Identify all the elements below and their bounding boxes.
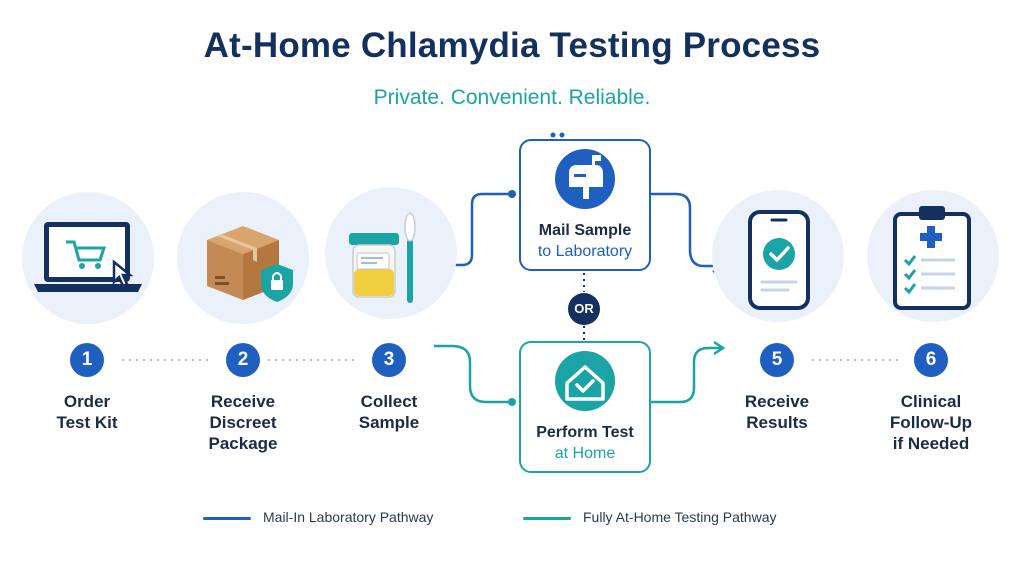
step-6-circle bbox=[867, 190, 999, 322]
perform-test-box: Perform Test at Home bbox=[519, 341, 651, 473]
step-6-label-line: if Needed bbox=[892, 434, 970, 453]
step-3-label: Collect Sample bbox=[324, 391, 454, 433]
step-3-label-line: Sample bbox=[358, 413, 420, 432]
step-5-number: 5 bbox=[760, 343, 794, 377]
mail-box-label-line2: to Laboratory bbox=[537, 243, 633, 260]
mail-path-out bbox=[648, 192, 720, 268]
home-path-dot bbox=[508, 398, 516, 406]
mail-path-in bbox=[452, 192, 512, 267]
page-title: At-Home Chlamydia Testing Process bbox=[203, 26, 821, 65]
clipboard-icon bbox=[893, 206, 971, 310]
home-path-arrowhead bbox=[713, 340, 726, 356]
step-2-label: Receive Discreet Package bbox=[178, 391, 308, 454]
house-check-icon bbox=[555, 351, 615, 411]
legend-home-label: Fully At-Home Testing Pathway bbox=[583, 509, 777, 525]
laptop-cart-icon bbox=[34, 222, 142, 292]
step-5-label: Receive Results bbox=[712, 391, 842, 433]
package-lock-icon bbox=[207, 226, 293, 302]
legend-mail-line bbox=[203, 517, 251, 520]
step-3-number: 3 bbox=[372, 343, 406, 377]
step-6-label: Clinical Follow-Up if Needed bbox=[866, 391, 996, 454]
mail-path-dot bbox=[508, 190, 516, 198]
home-path-in bbox=[434, 344, 512, 404]
step-1-label-line: Test Kit bbox=[56, 413, 118, 432]
or-badge: OR bbox=[568, 293, 600, 325]
sample-jar-swab-icon bbox=[349, 212, 416, 303]
step-3-label-line: Collect bbox=[360, 392, 418, 411]
phone-check-icon bbox=[748, 210, 810, 310]
step-1-number: 1 bbox=[70, 343, 104, 377]
step-6-label-line: Clinical bbox=[900, 392, 962, 411]
step-5-label-line: Results bbox=[746, 413, 808, 432]
step-2-label-line: Discreet bbox=[209, 413, 277, 432]
step-2-circle bbox=[177, 192, 309, 324]
mail-box-dot-right bbox=[559, 132, 565, 138]
step-6-number: 6 bbox=[914, 343, 948, 377]
step-5-circle bbox=[712, 190, 844, 322]
mail-box-dot-left bbox=[550, 132, 556, 138]
step-1-label-line: Order bbox=[63, 392, 111, 411]
step-2-label-line: Package bbox=[208, 434, 278, 453]
step-1-circle bbox=[22, 192, 154, 324]
mailbox-icon bbox=[555, 149, 615, 209]
home-box-label-line1: Perform Test bbox=[536, 424, 634, 441]
step-1-label: Order Test Kit bbox=[22, 391, 152, 433]
home-path-out bbox=[648, 346, 722, 404]
home-box-label-line2: at Home bbox=[554, 445, 616, 462]
step-6-label-line: Follow-Up bbox=[889, 413, 973, 432]
step-3-circle bbox=[325, 187, 457, 319]
step-2-number: 2 bbox=[226, 343, 260, 377]
legend-mail-label: Mail-In Laboratory Pathway bbox=[263, 509, 434, 525]
mail-sample-box: Mail Sample to Laboratory bbox=[519, 139, 651, 271]
mail-box-label-line1: Mail Sample bbox=[538, 222, 632, 239]
step-2-label-line: Receive bbox=[210, 392, 276, 411]
step-5-label-line: Receive bbox=[744, 392, 810, 411]
legend-home-line bbox=[523, 517, 571, 520]
page-subtitle: Private. Convenient. Reliable. bbox=[373, 86, 651, 109]
